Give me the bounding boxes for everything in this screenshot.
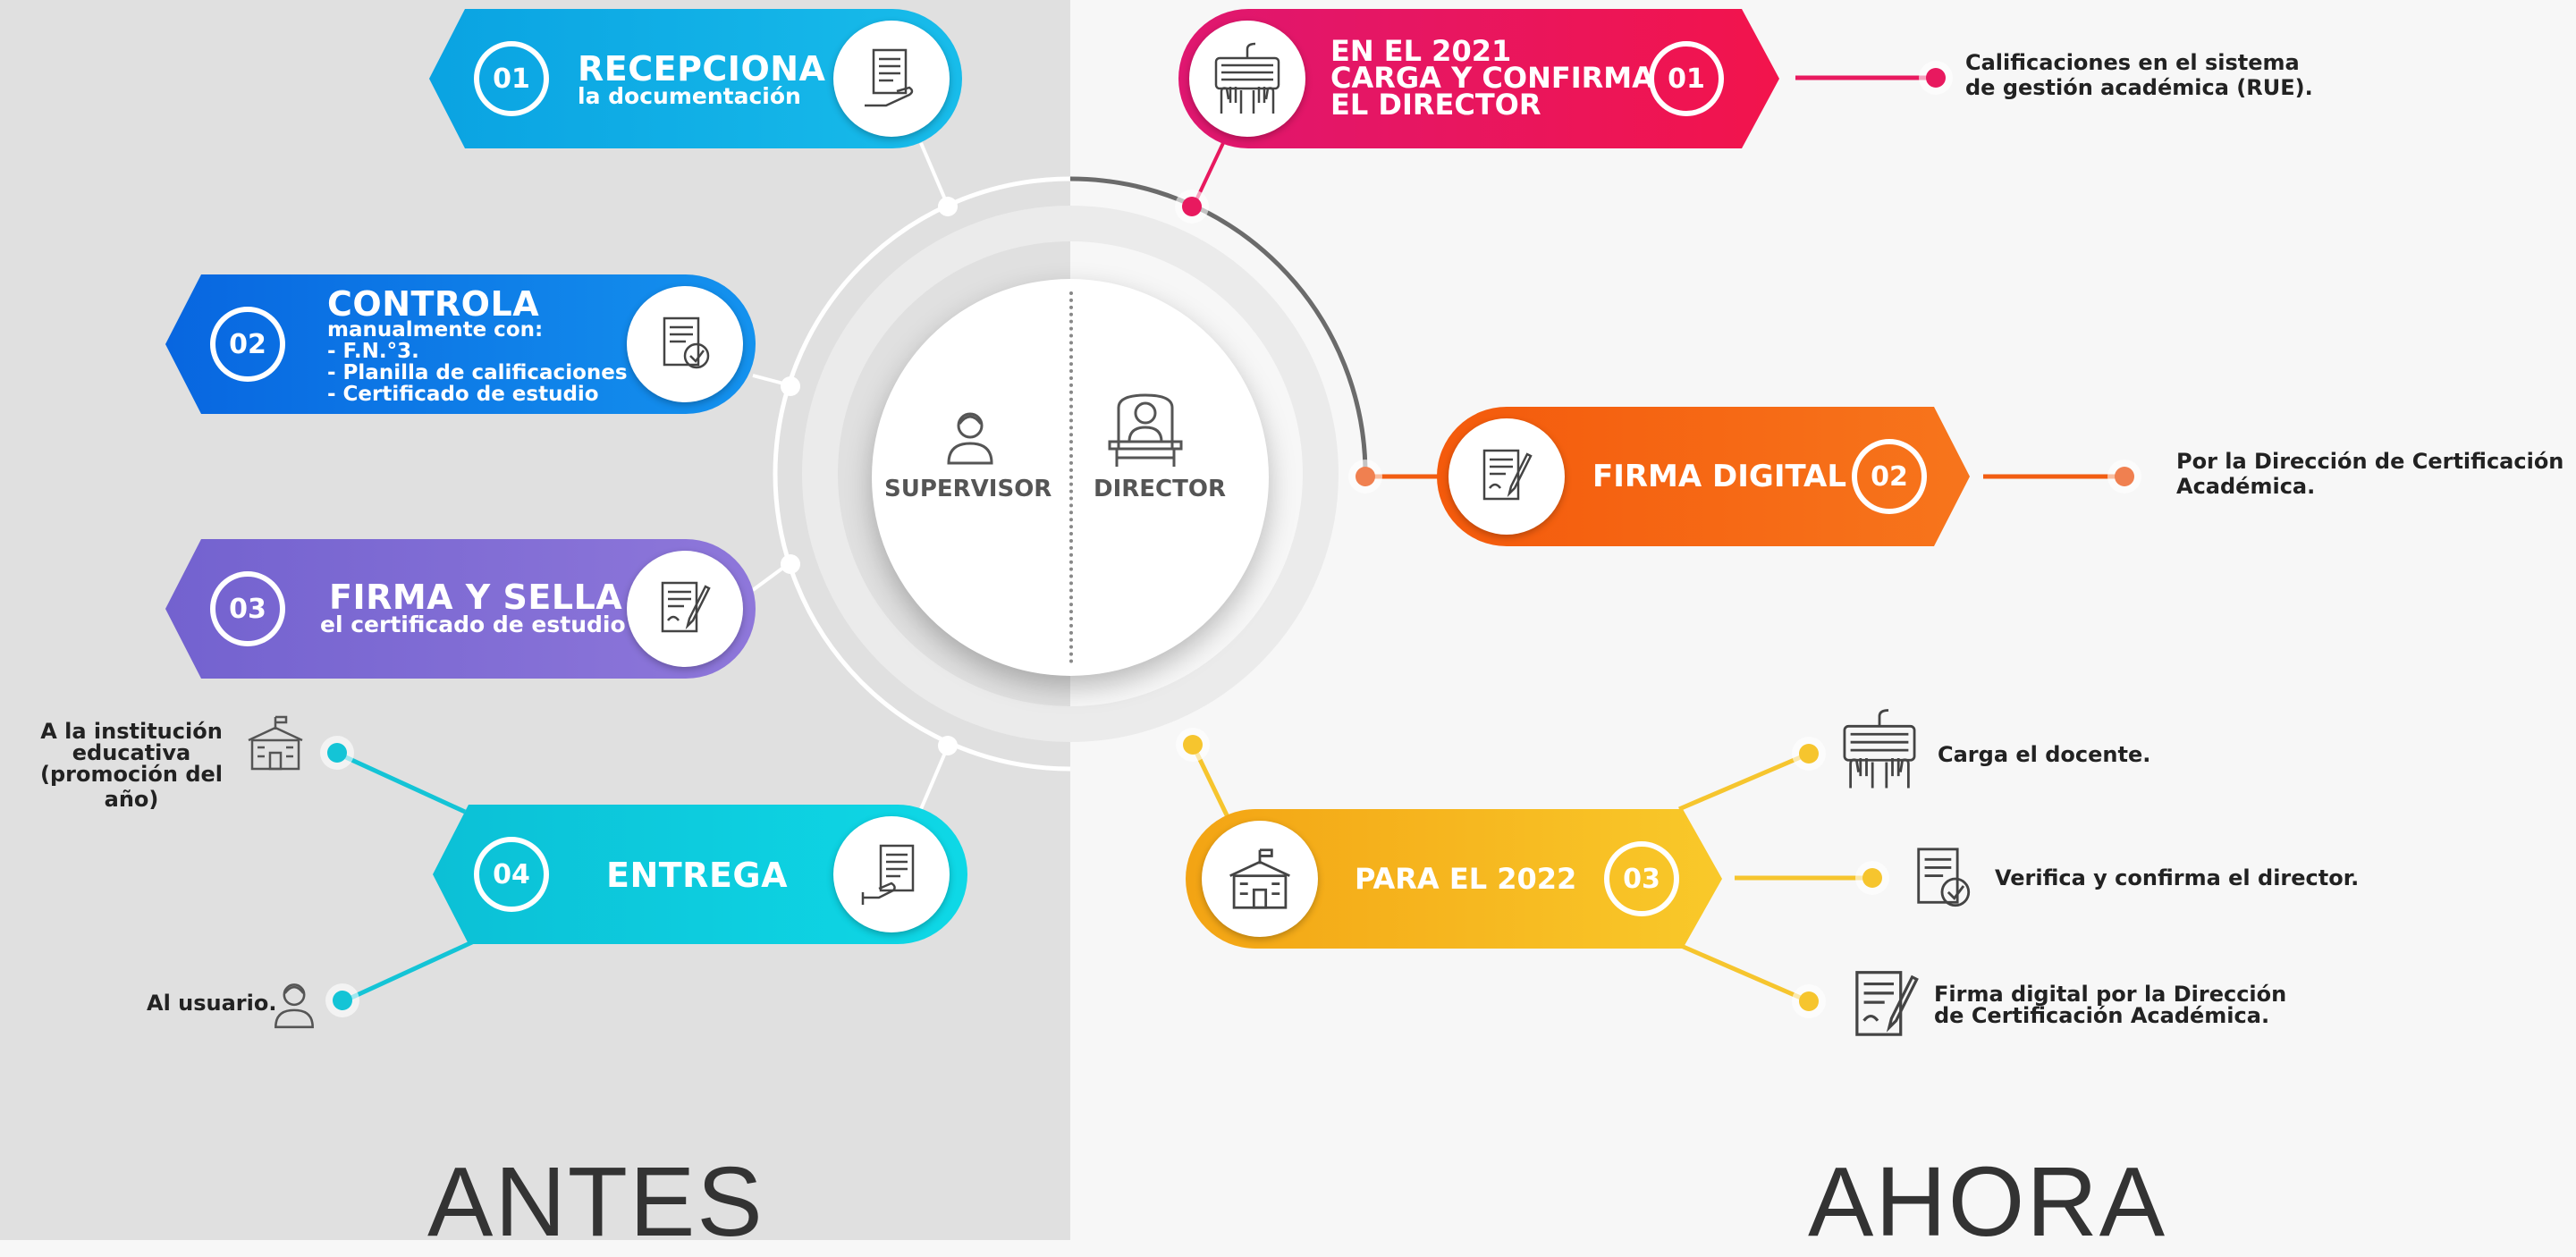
ring-dot — [938, 736, 958, 755]
ring-dot — [938, 197, 958, 216]
ahora-title: AHORA — [1808, 1147, 2167, 1257]
keyboard-hands-icon — [1189, 21, 1305, 137]
step-number-badge: 01 — [1649, 41, 1724, 116]
outer-ring-left — [773, 176, 1071, 772]
ahora-step-02: FIRMA DIGITAL 02 — [1437, 407, 1970, 546]
person-icon — [938, 404, 1002, 468]
step-number-badge: 03 — [1604, 841, 1679, 916]
director-note: Verifica y confirma el director. — [1995, 865, 2360, 890]
connector-dot-yellow — [1183, 735, 1203, 755]
document-check-icon — [627, 286, 743, 402]
document-hand-icon — [833, 21, 950, 137]
antes-step-04: 04 ENTREGA — [433, 805, 967, 944]
step-number-badge: 04 — [474, 837, 549, 912]
document-hand-icon — [833, 816, 950, 932]
step-detail: - F.N.°3. — [327, 340, 419, 363]
ahora-panel — [1070, 0, 2576, 1240]
step-title: ENTREGA — [606, 856, 788, 895]
director-desk-icon — [1102, 386, 1188, 472]
step-title: PARA EL 2022 — [1355, 862, 1577, 896]
step-title: FIRMA Y SELLA — [329, 578, 623, 617]
teacher-note: Carga el docente. — [1938, 742, 2151, 767]
ring-dot-orange — [1356, 467, 1375, 486]
document-signature-icon — [1448, 418, 1565, 535]
antes-step-02: 02 CONTROLA manualmente con: - F.N.°3. -… — [165, 274, 756, 414]
connector-dot-yellow — [1862, 868, 1882, 888]
step-subtitle: el certificado de estudio — [320, 612, 626, 637]
connector-dot-teal — [333, 991, 352, 1010]
ahora-step-03: PARA EL 2022 03 — [1186, 809, 1722, 949]
document-signature-icon — [627, 551, 743, 667]
supervisor-label: SUPERVISOR — [884, 476, 1052, 502]
school-icon — [1202, 821, 1318, 937]
connector-dot-pink — [1926, 68, 1946, 88]
antes-step-01: 01 RECEPCIONA la documentación — [429, 9, 962, 148]
center-circle: SUPERVISOR DIRECTOR — [872, 279, 1269, 676]
connector-dot-yellow — [1799, 991, 1819, 1011]
connector-dot-yellow — [1799, 744, 1819, 763]
ring-dot-pink — [1182, 197, 1202, 216]
ring-dot — [781, 376, 800, 396]
step-subtitle: la documentación — [578, 83, 801, 109]
step-detail: - Certificado de estudio — [327, 383, 599, 406]
timeline-arc — [1069, 176, 1368, 475]
step-title: FIRMA DIGITAL — [1592, 459, 1847, 494]
ahora-note-02: Por la Dirección de Certificación Académ… — [2176, 449, 2564, 499]
step-title: CONTROLA — [327, 284, 540, 324]
document-check-icon — [1906, 843, 1978, 915]
antes-title: ANTES — [427, 1147, 764, 1257]
connector-dot-teal — [327, 743, 347, 763]
document-signature-icon — [1845, 966, 1926, 1046]
digital-signature-note: Firma digital por la Dirección de Certif… — [1934, 982, 2287, 1028]
step-detail: - Planilla de calificaciones — [327, 361, 628, 384]
step-number-badge: 01 — [474, 41, 549, 116]
step-title: EN EL 2021 CARGA Y CONFIRMA EL DIRECTOR — [1330, 34, 1654, 122]
keyboard-hands-icon — [1837, 706, 1922, 792]
user-note: Al usuario. — [147, 991, 277, 1016]
director-label: DIRECTOR — [1094, 476, 1226, 502]
step-title: RECEPCIONA — [578, 49, 826, 89]
step-number-badge: 02 — [210, 307, 285, 382]
ahora-note-01: Calificaciones en el sistema de gestión … — [1965, 50, 2313, 100]
step-number-badge: 02 — [1852, 439, 1927, 514]
step-number-badge: 03 — [210, 571, 285, 646]
school-icon — [243, 713, 308, 772]
ahora-step-01: EN EL 2021 CARGA Y CONFIRMA EL DIRECTOR … — [1178, 9, 1779, 148]
antes-step-03: 03 FIRMA Y SELLA el certificado de estud… — [165, 539, 756, 679]
institution-note: A la institución educativa (promoción de… — [39, 719, 224, 812]
step-detail: manualmente con: — [327, 318, 544, 342]
connector-dot-orange — [2115, 467, 2134, 486]
person-icon — [266, 976, 322, 1032]
inner-ring — [802, 206, 1339, 742]
ring-dot — [781, 554, 800, 574]
